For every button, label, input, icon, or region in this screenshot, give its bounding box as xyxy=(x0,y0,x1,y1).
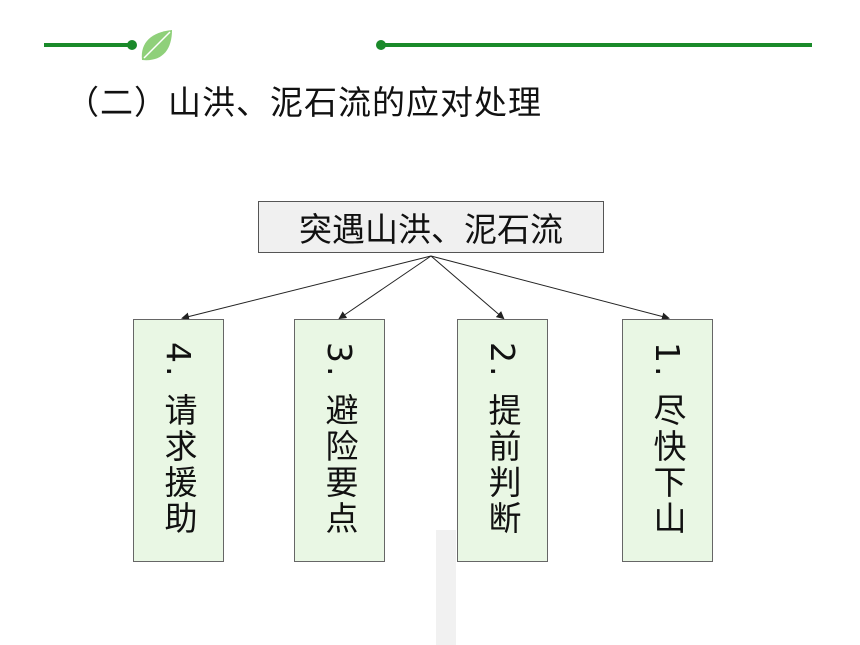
child-node-go-downhill: 1. 尽快下山 xyxy=(622,319,713,562)
child-node-request-aid: 4. 请求援助 xyxy=(133,319,224,562)
leaf-icon xyxy=(141,30,172,61)
child-node-label: 2. 提前判断 xyxy=(483,342,522,537)
connector-4 xyxy=(430,255,670,321)
connector-2 xyxy=(338,255,432,320)
background-shadow-bar xyxy=(436,530,456,645)
page-title: （二）山洪、泥石流的应对处理 xyxy=(66,83,542,122)
root-node: 突遇山洪、泥石流 xyxy=(258,201,604,253)
connector-3 xyxy=(430,255,505,320)
header-dot-left xyxy=(127,40,137,50)
child-node-label: 1. 尽快下山 xyxy=(648,342,687,537)
child-node-label: 4. 请求援助 xyxy=(159,342,198,537)
child-node-avoid-danger: 3. 避险要点 xyxy=(294,319,385,562)
root-node-label: 突遇山洪、泥石流 xyxy=(299,210,563,249)
connector-1 xyxy=(181,255,432,321)
child-node-label: 3. 避险要点 xyxy=(320,342,359,537)
child-node-advance-judgement: 2. 提前判断 xyxy=(457,319,548,562)
